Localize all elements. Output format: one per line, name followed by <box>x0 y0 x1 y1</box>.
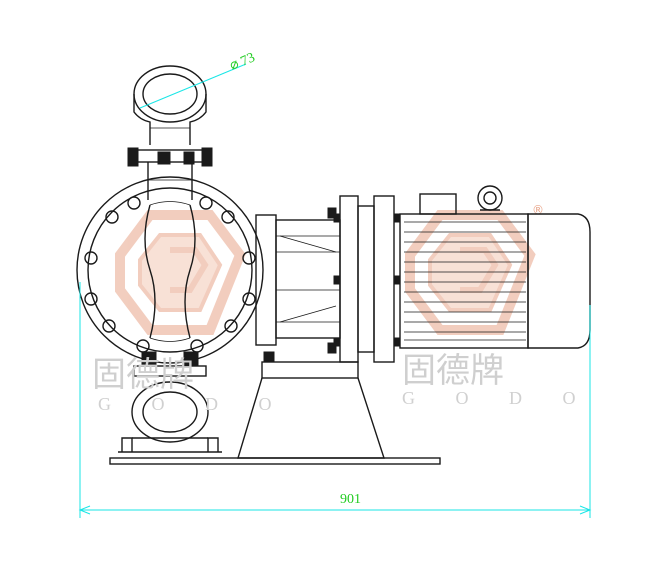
suction-port <box>118 351 222 453</box>
watermark-brand-left: 固德牌 <box>92 355 194 395</box>
watermark-logo-left <box>115 210 246 335</box>
base-stand <box>109 361 441 465</box>
discharge-port <box>127 65 213 200</box>
coupling-housing <box>255 195 401 363</box>
port-diameter-value: 73 <box>239 50 258 69</box>
port-diameter-dimension: ⌀ 73 <box>139 50 258 109</box>
overall-length-dimension: 901 <box>78 282 592 518</box>
watermark-latin-right: G O D O <box>402 388 594 408</box>
watermark-latin-left: G O D O <box>98 394 290 414</box>
pump-housing <box>76 176 264 364</box>
overall-length-value: 901 <box>340 492 361 507</box>
registered-mark: ® <box>532 203 544 217</box>
watermark-brand-right: 固德牌 <box>402 351 504 391</box>
